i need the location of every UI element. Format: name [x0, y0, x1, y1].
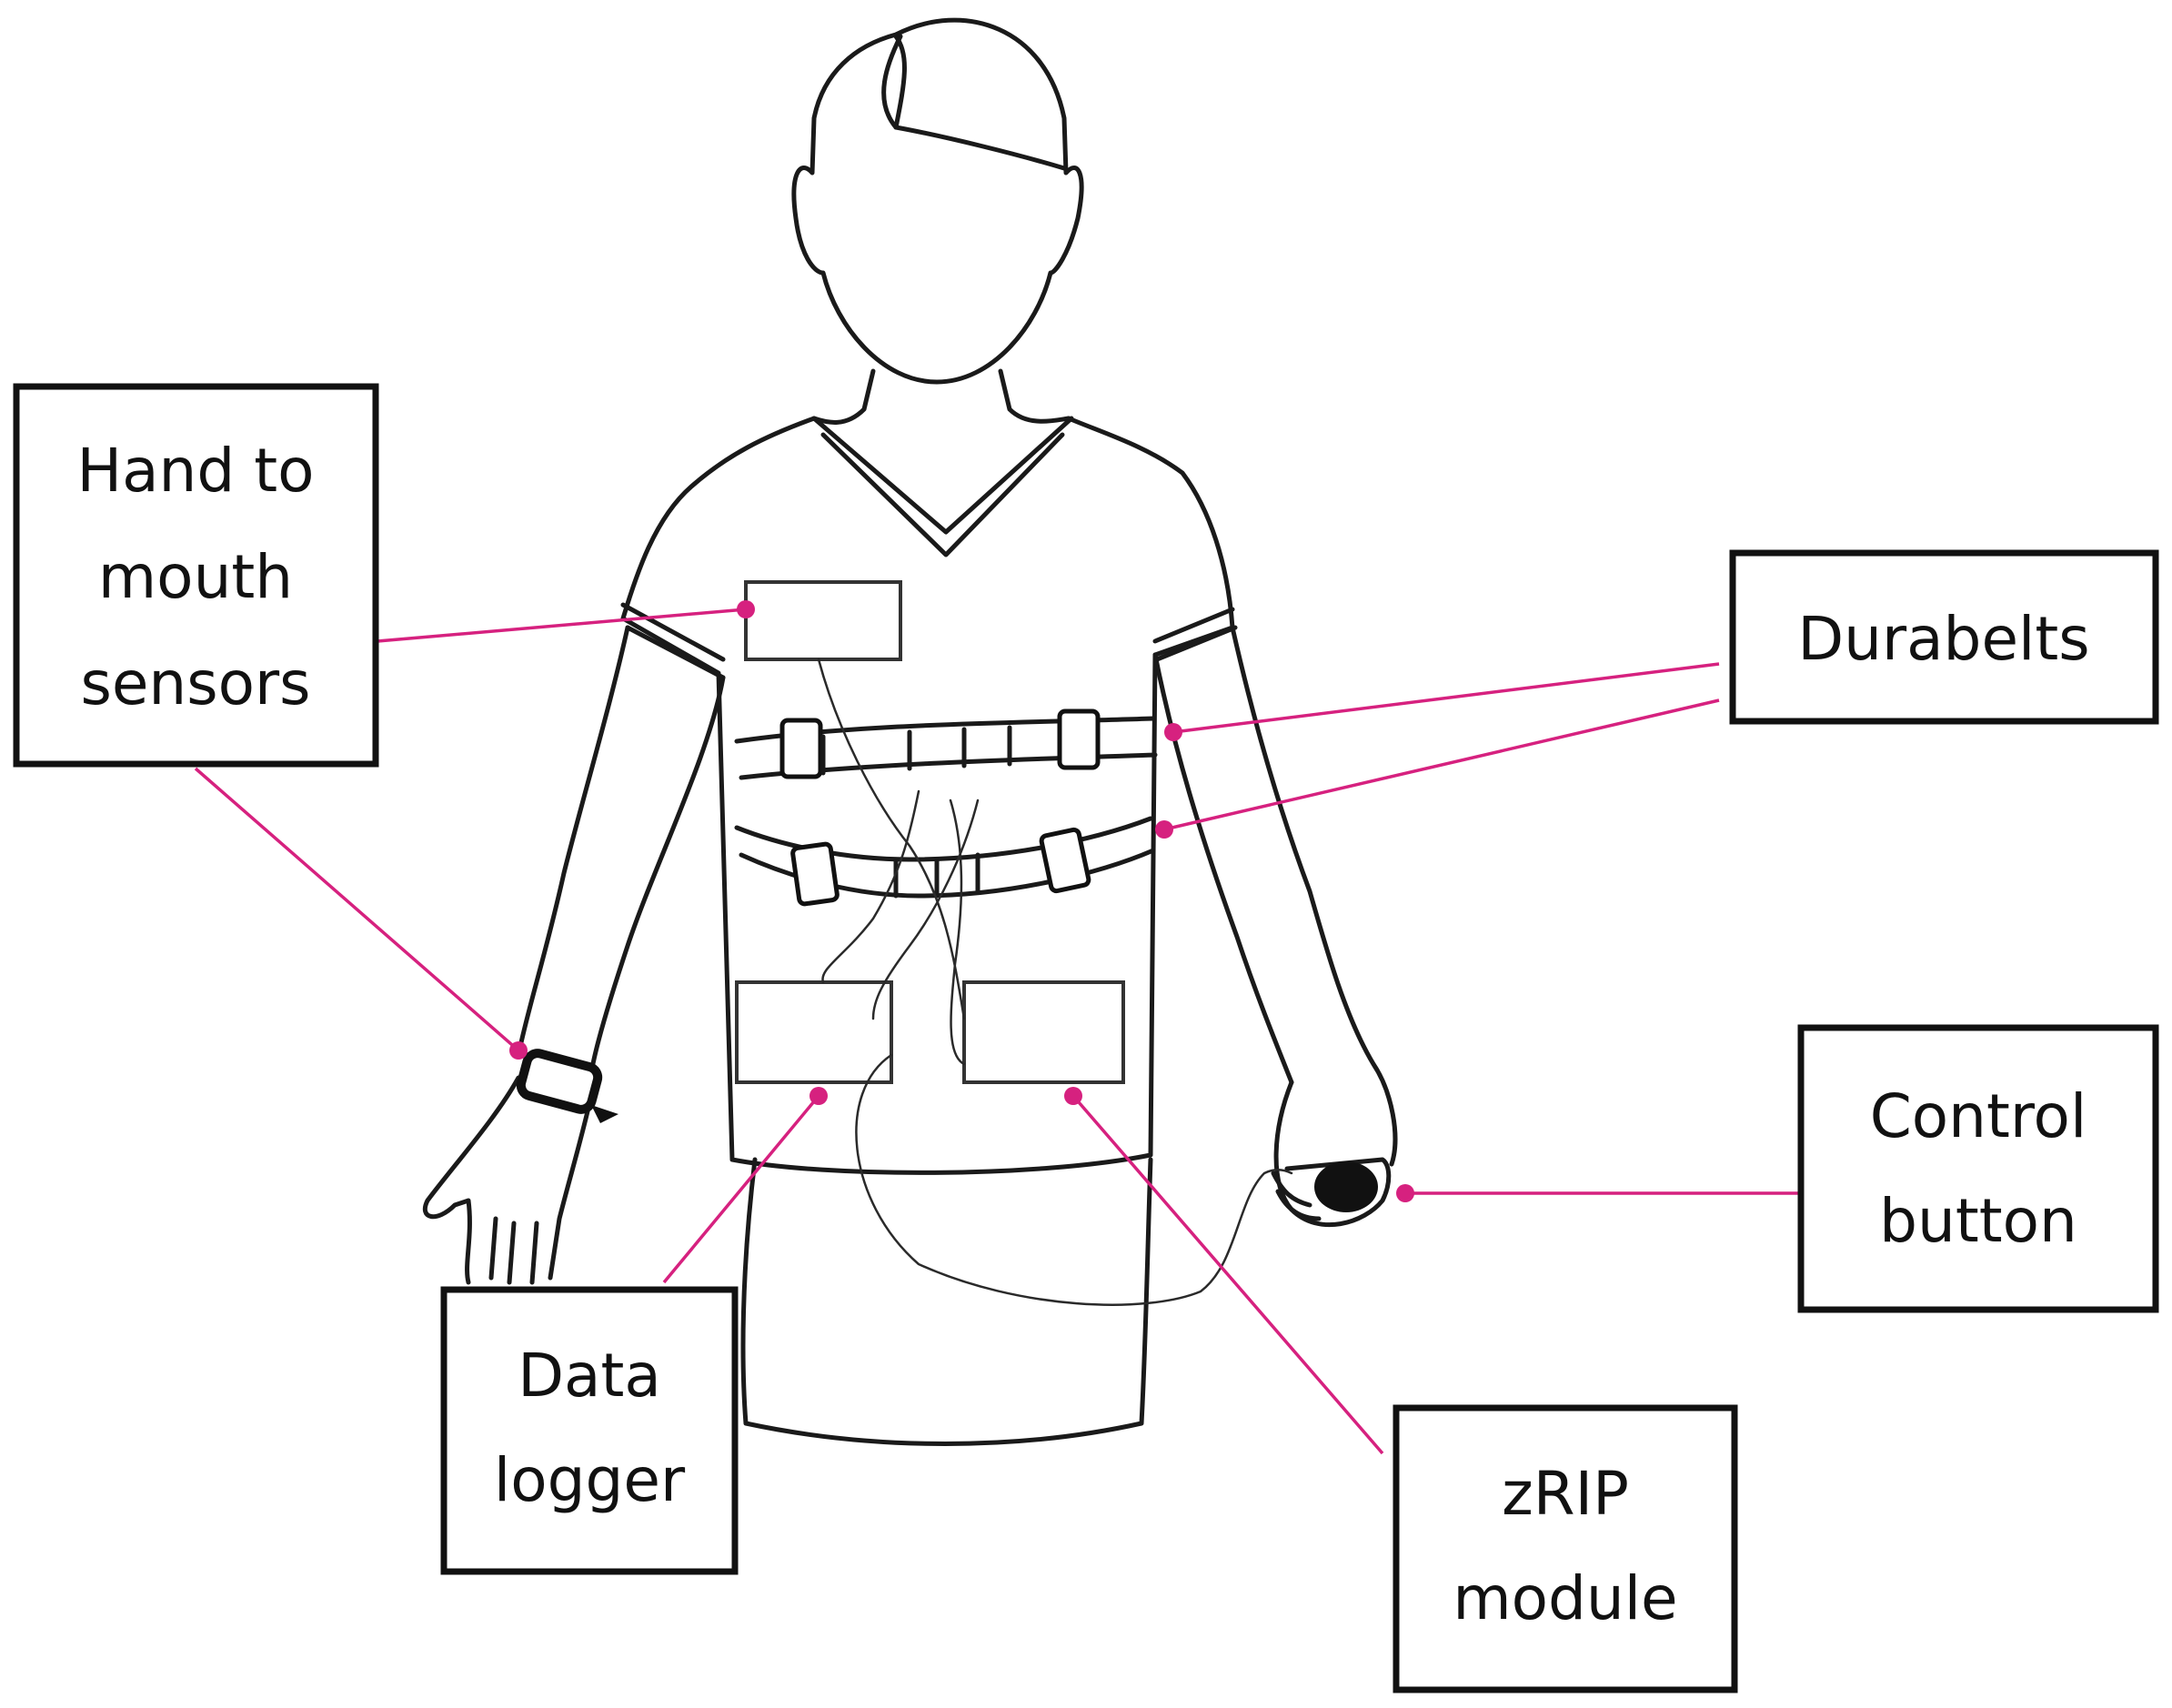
left-hand: [422, 1075, 594, 1285]
callout-line: mouth: [98, 542, 293, 612]
belt-buckle: [1057, 708, 1101, 770]
leader-dot: [1164, 723, 1182, 741]
neck-left: [811, 368, 876, 425]
callout-line: Data: [518, 1341, 661, 1411]
right-fingers: [1271, 1170, 1322, 1221]
sleeve-hem-left: [620, 602, 726, 662]
callout-line: Control: [1870, 1081, 2087, 1151]
leader-dot: [1064, 1087, 1082, 1105]
callout-line: button: [1879, 1186, 2077, 1256]
callout-line: Durabelts: [1797, 604, 2089, 674]
callout-line: logger: [494, 1445, 686, 1515]
person-figure: [422, 17, 1398, 1446]
wrist-sensor-tip: [591, 1105, 618, 1123]
hair-strand: [893, 34, 907, 130]
data-logger-device: [735, 980, 893, 1084]
zrip-module-device: [962, 980, 1125, 1084]
v-neck-outer: [811, 416, 1074, 535]
callout-line: Hand to: [76, 436, 314, 506]
leader-zrip: [1071, 1094, 1384, 1455]
leader-durabelt-lower: [1163, 698, 1720, 831]
neck-right: [998, 368, 1071, 424]
sleeve-hem-right-2: [1154, 625, 1238, 662]
sleeve-hem-left-2: [625, 625, 726, 680]
left-arm-inner: [588, 675, 726, 1076]
belt-buckle: [790, 841, 840, 907]
callout-line: module: [1453, 1563, 1677, 1633]
callout-line: zRIP: [1502, 1459, 1629, 1529]
right-hand: [1273, 1080, 1392, 1228]
callout-line: sensors: [80, 648, 310, 718]
left-arm-outer: [516, 625, 630, 1058]
durabelt-upper: [734, 708, 1158, 780]
shirt-outline: [620, 416, 1235, 1175]
leader-dot: [1396, 1184, 1414, 1202]
head-outline: [791, 17, 1084, 385]
callout-zrip-module: zRIP module: [1393, 1404, 1738, 1693]
leader-dot: [809, 1087, 828, 1105]
belt-buckle: [779, 718, 823, 779]
callout-durabelts: Durabelts: [1729, 549, 2159, 725]
skirt-outline: [740, 1157, 1153, 1446]
hand-sensor-module: [744, 580, 902, 661]
leader-lines: [194, 600, 1801, 1455]
belt-buckle: [1039, 827, 1091, 894]
leader-dot: [509, 1041, 528, 1060]
v-neck-inner: [820, 432, 1065, 558]
sensor-wires: [817, 658, 1293, 1306]
leader-hand-sensor-wrist: [194, 767, 520, 1052]
sleeve-hem-right: [1152, 607, 1235, 644]
callout-control-button: Control button: [1797, 1024, 2159, 1313]
leader-dot: [737, 600, 755, 618]
right-arm-outer: [1230, 625, 1398, 1167]
callout-hand-to-mouth: Hand to mouth sensors: [13, 383, 379, 768]
leader-data-logger: [662, 1094, 820, 1284]
hair-line: [881, 34, 1067, 171]
wrist-sensor: [516, 1049, 603, 1114]
leader-durabelt-upper: [1172, 662, 1720, 734]
durabelt-lower: [734, 816, 1156, 907]
leader-dot: [1155, 820, 1173, 839]
control-button-device: [1314, 1161, 1378, 1212]
leader-hand-sensor-top: [377, 608, 747, 643]
callout-data-logger: Data logger: [440, 1286, 739, 1575]
